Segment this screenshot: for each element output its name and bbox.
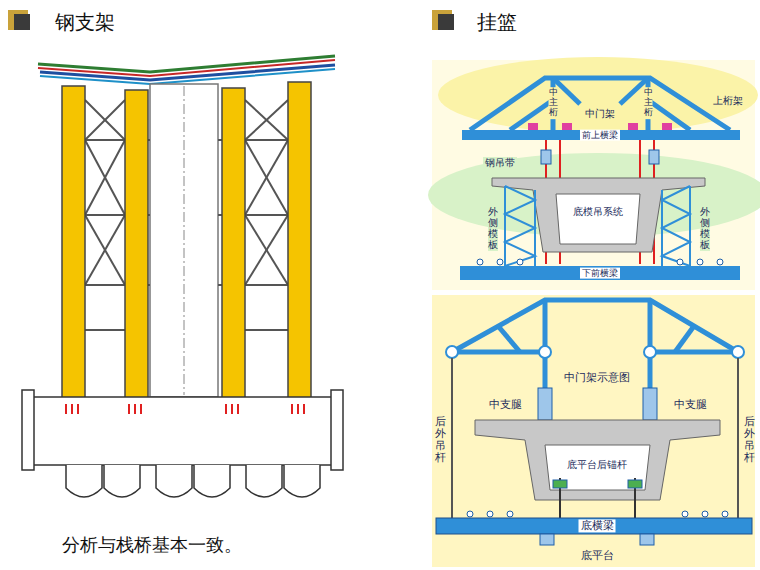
part-label: 钢吊带	[483, 157, 517, 169]
part-label: 中门架	[583, 108, 617, 120]
hanging-basket-elevation	[428, 57, 760, 290]
middle-portal-section	[432, 295, 755, 567]
part-label: 底平台	[579, 549, 616, 562]
panel-title: 钢支架	[53, 10, 117, 34]
steel-support	[22, 56, 343, 497]
part-label: 中主桁	[549, 87, 558, 119]
part-label: 底横梁	[579, 519, 616, 532]
part-label: 下前横梁	[580, 268, 620, 279]
part-label: 外侧模板	[700, 205, 710, 251]
part-label: 中支腿	[672, 398, 709, 411]
part-label: 后外吊杆	[435, 415, 446, 465]
part-label: 底平台后锚杆	[565, 459, 629, 471]
part-label: 后外吊杆	[744, 415, 755, 465]
part-label: 前上横梁	[580, 130, 620, 141]
part-label: 外侧模板	[488, 205, 498, 251]
part-label: 底模吊系统	[571, 206, 625, 218]
panel-title: 挂篮	[475, 10, 519, 34]
header-icon	[438, 14, 454, 30]
part-label: 上桁架	[711, 95, 745, 107]
header-icon	[14, 14, 30, 30]
caption: 分析与栈桥基本一致。	[60, 534, 244, 556]
part-label: 中主桁	[644, 87, 653, 119]
part-label: 中门架示意图	[562, 371, 632, 384]
part-label: 中支腿	[487, 398, 524, 411]
